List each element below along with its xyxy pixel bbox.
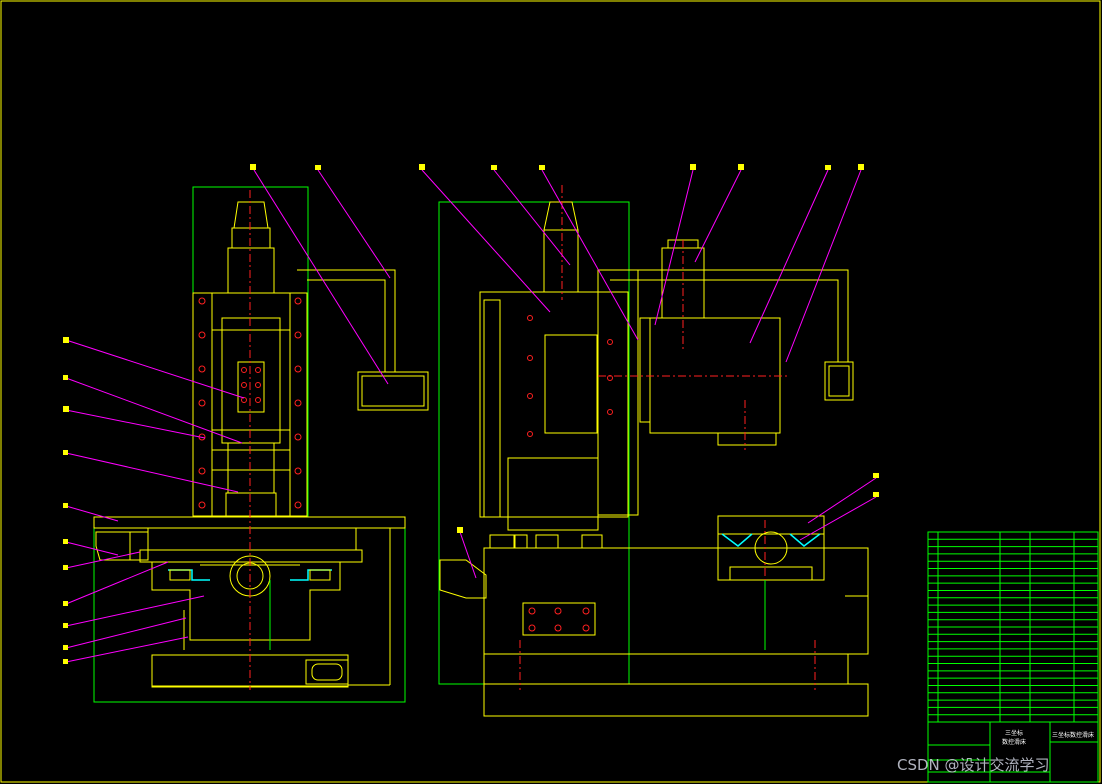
balloon-tags — [63, 164, 879, 664]
base-bolts — [528, 607, 590, 632]
watermark-text: CSDN @设计交流学习 — [897, 756, 1050, 774]
title-block-designer-line: 三坐标数控滑床 — [1052, 731, 1094, 739]
title-block-name-line1: 三坐标 — [1005, 729, 1023, 737]
left-view — [93, 186, 429, 703]
parts-list-table: 三坐标 数控滑床 三坐标数控滑床 — [927, 531, 1099, 783]
title-block-name-line2: 数控滑床 — [1002, 738, 1026, 746]
right-view — [438, 185, 869, 717]
leader-lines — [65, 169, 877, 663]
column-bolts — [198, 297, 302, 509]
